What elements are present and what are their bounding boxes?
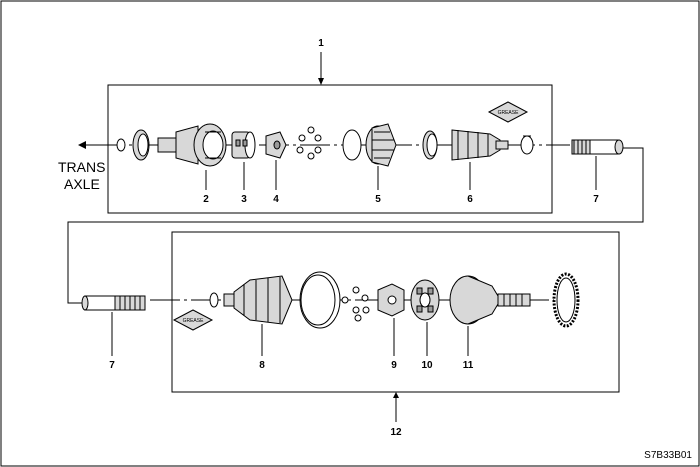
tone-ring	[552, 272, 580, 328]
callout-4: 4	[273, 194, 279, 205]
balls-group-lower	[341, 286, 370, 322]
small-clamp	[520, 135, 534, 155]
spider-part	[365, 123, 397, 167]
retainer-ring	[342, 129, 362, 161]
callout-5: 5	[375, 194, 381, 205]
circlip-ring	[132, 129, 150, 161]
shaft-part-bottom	[81, 295, 146, 311]
assembly-box-1	[107, 84, 553, 214]
callout-9: 9	[391, 360, 397, 371]
shaft-part-top	[571, 139, 624, 155]
trans-axle-arrow	[78, 141, 86, 149]
washer-small	[116, 138, 126, 152]
trans-axle-label-line2: AXLE	[64, 176, 100, 192]
inner-race-lower-part	[377, 283, 405, 317]
cage-lower-part	[410, 279, 440, 321]
figure-code: S7B33B01	[644, 450, 692, 461]
trans-axle-label-line1: TRANS	[58, 159, 105, 175]
leader-12-arrow	[393, 392, 399, 398]
boot-part-upper	[451, 129, 509, 161]
cage-part	[231, 131, 256, 159]
callout-7-bottom: 7	[109, 360, 115, 371]
callout-6: 6	[467, 194, 473, 205]
large-clamp	[299, 271, 341, 329]
assembly-box-12	[171, 231, 620, 393]
callout-11: 11	[463, 360, 474, 371]
callout-10: 10	[421, 360, 433, 371]
callout-7-top: 7	[593, 194, 599, 205]
callout-12: 12	[390, 427, 402, 438]
balls-group-upper	[296, 126, 322, 160]
callout-8: 8	[259, 360, 265, 371]
callout-leaders	[111, 156, 597, 356]
callout-2: 2	[203, 194, 209, 205]
leader-1-arrow	[318, 78, 324, 85]
connector-line	[67, 147, 644, 304]
grease-packet-lower-text: GREASE	[183, 318, 205, 324]
grease-packet-lower: GREASE	[172, 309, 214, 331]
callout-1: 1	[318, 38, 324, 49]
callout-3: 3	[241, 194, 247, 205]
inner-housing-part	[157, 123, 227, 167]
grease-packet-upper-text: GREASE	[498, 110, 520, 116]
grease-packet-upper: GREASE	[487, 101, 529, 123]
boot-clamp	[422, 130, 438, 160]
small-clamp-lower	[209, 292, 219, 308]
outer-housing-part	[449, 275, 531, 325]
inner-race-part	[265, 131, 287, 159]
boot-part-lower	[223, 275, 293, 325]
